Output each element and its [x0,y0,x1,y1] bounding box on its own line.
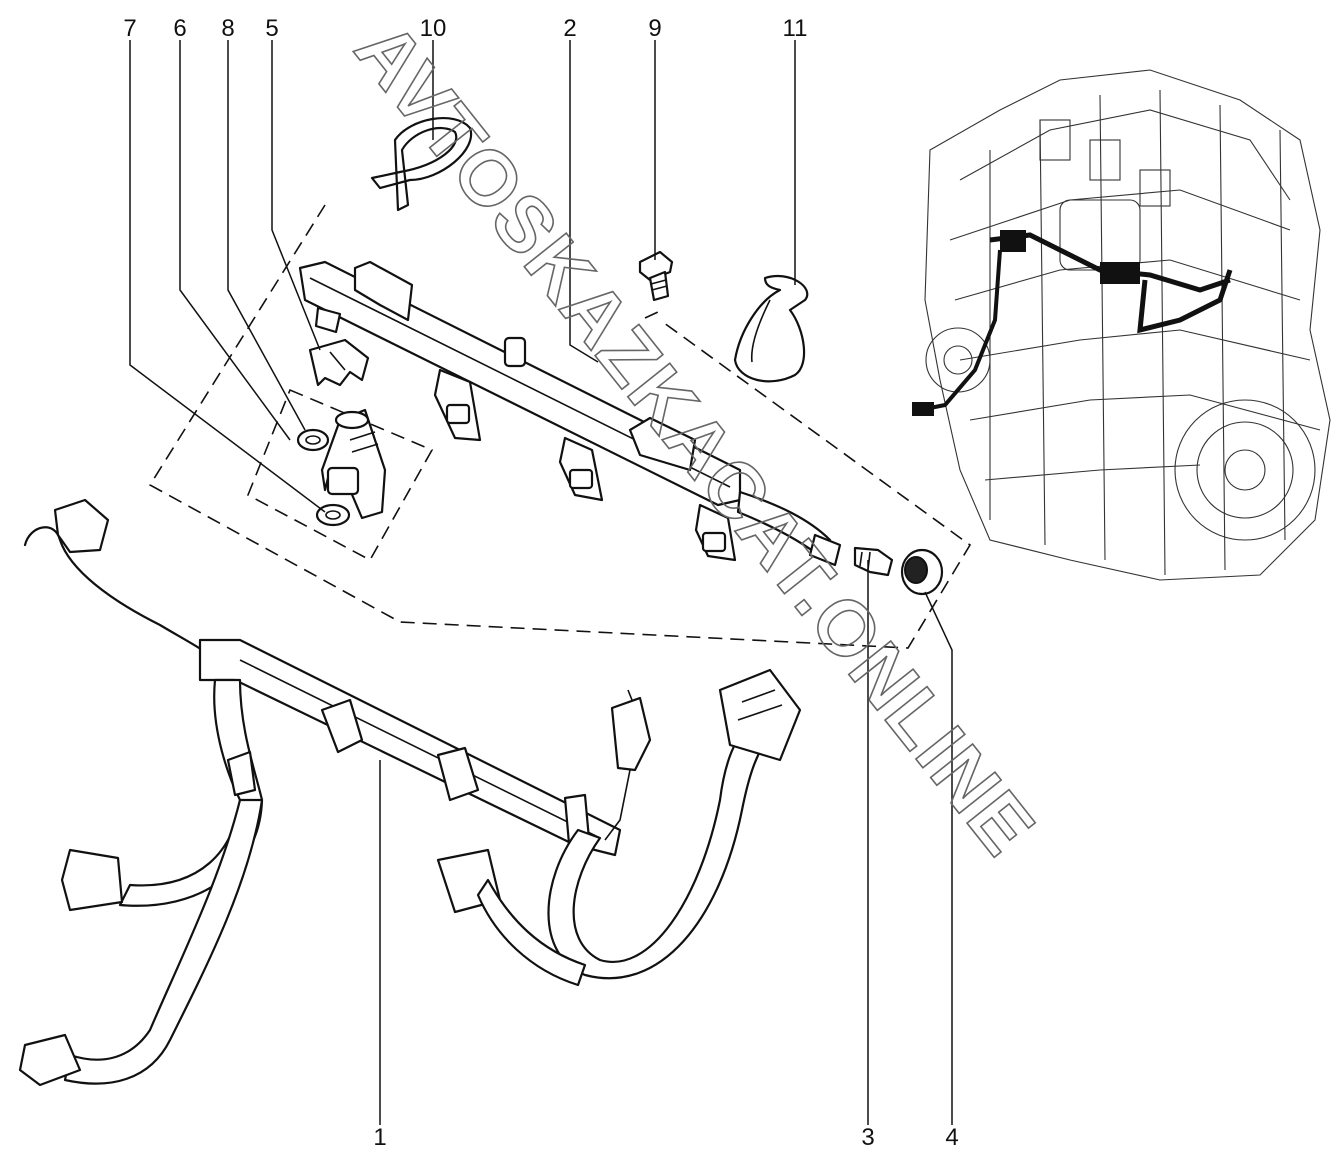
callout-5: 5 [265,15,278,42]
callout-6: 6 [173,15,186,42]
callout-8: 8 [221,15,234,42]
callout-4: 4 [945,1124,958,1151]
callout-3: 3 [861,1124,874,1151]
callout-10: 10 [420,15,447,42]
pressure-relief-valve [853,546,894,577]
injector-lower-seal [315,503,351,527]
hose-clip-upper [370,117,473,212]
injector-wiring-harness [18,498,802,1087]
fuel-injector [320,408,387,520]
mounting-bolt [638,250,674,302]
leader-lines [129,40,953,1125]
callout-7: 7 [123,15,136,42]
callout-11: 11 [783,15,808,42]
callout-9: 9 [648,15,661,42]
injector-upper-seal [296,428,330,452]
callout-1: 1 [373,1124,386,1151]
callout-labels: 7 6 8 5 10 2 9 11 1 3 4 [123,15,958,1151]
rail-assembly-group-outline [148,204,972,649]
injector-clip [308,338,370,387]
callout-2: 2 [563,15,576,42]
engine-assembly-illustration [912,69,1331,581]
hose-clip-lower [733,275,809,383]
protective-cap [900,548,944,596]
fuel-rail [298,260,842,567]
